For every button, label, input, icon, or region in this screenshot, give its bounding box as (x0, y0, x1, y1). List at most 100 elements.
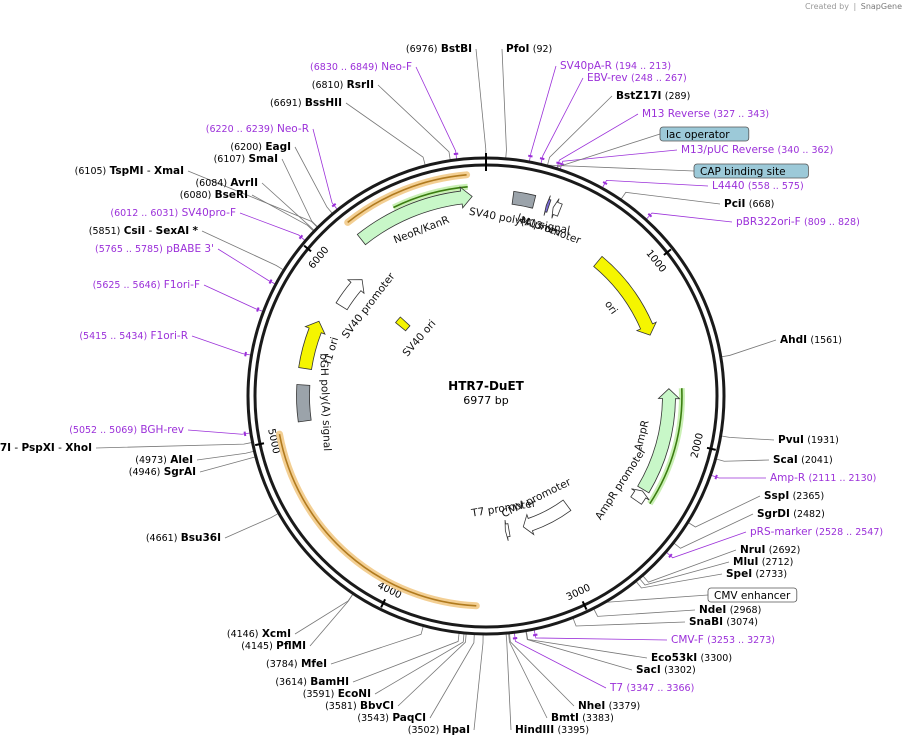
site-label-sv40pa-r: SV40pA-R (194 .. 213) (560, 60, 671, 72)
box-leader-line (606, 594, 709, 603)
site-leader-line (312, 128, 338, 210)
site-position: (2712) (762, 557, 794, 568)
site-leader-line (642, 549, 737, 583)
site-name: M13 Reverse (642, 108, 710, 120)
site-leader-line (501, 48, 507, 158)
site-separator: - (144, 165, 154, 177)
site-label-pvui: PvuI (1931) (778, 434, 839, 446)
site-position: (92) (533, 44, 553, 55)
site-leader-line (187, 170, 318, 228)
site-position: (5851) (89, 226, 121, 237)
site-label-ahdi: AhdI (1561) (780, 334, 842, 346)
site-label-f1ori-r: (5415 .. 5434) F1ori-R (79, 330, 188, 342)
site-name: EcoNI (338, 688, 371, 700)
site-name: SacI (636, 664, 661, 676)
feature-m13-rev (543, 195, 552, 216)
site-position: (4661) (146, 533, 178, 544)
site-position: (2692) (769, 545, 801, 556)
primer-mark (647, 213, 653, 218)
primer-mark (602, 181, 608, 185)
site-label-sgrdi: SgrDI (2482) (757, 508, 825, 520)
site-position: (6976) (406, 44, 438, 55)
primer-mark (256, 307, 260, 312)
site-name: AleI (170, 454, 193, 466)
site-name: BseRI (215, 189, 248, 201)
scale-tick-label: 1000 (643, 248, 667, 275)
site-name: PflMI (276, 640, 306, 652)
site-leader-line (556, 113, 639, 168)
site-label-rsrii: (6810) RsrII (312, 79, 374, 91)
site-name: EagI (265, 141, 291, 153)
scale-tick-label: 2000 (689, 432, 706, 459)
site-leader-line (217, 248, 276, 285)
site-label-sv40pro-f: (6012 .. 6031) SV40pro-F (110, 207, 236, 219)
site-name: L4440 (712, 180, 745, 192)
site-name: BssHII (305, 97, 342, 109)
site-position: (248 .. 267) (631, 73, 687, 84)
site-leader-line (639, 561, 730, 586)
site-position: (3383) (582, 713, 614, 724)
site-position: (5052 .. 5069) (69, 425, 137, 436)
site-alt-name: XmaI (154, 165, 184, 177)
site-label-m13-puc-reverse: M13/pUC Reverse (340 .. 362) (681, 144, 833, 156)
site-leader-line (374, 633, 465, 695)
site-label-paer7i: (5015) PaeR7I - PspXI - XhoI (0, 442, 92, 454)
site-label-econi: (3591) EcoNI (303, 688, 371, 700)
site-leader-line (224, 513, 279, 539)
site-label-nrui: NruI (2692) (740, 544, 800, 556)
site-name: M13/pUC Reverse (681, 144, 774, 156)
site-position: (3302) (664, 665, 696, 676)
scale-tick (706, 446, 716, 451)
site-label-f1ori-f: (5625 .. 5646) F1ori-F (93, 279, 200, 291)
feature-ampr-promoter (630, 488, 650, 505)
site-leader-line (529, 65, 557, 162)
site-leader-line (673, 513, 754, 549)
boxed-label-text-cmv-enhancer: CMV enhancer (714, 590, 791, 602)
site-name: TspMI (110, 165, 144, 177)
site-label-pbr322ori-f: pBR322ori-F (809 .. 828) (736, 216, 860, 228)
site-leader-line (309, 594, 354, 647)
site-label-bgh-rev: (5052 .. 5069) BGH-rev (69, 424, 184, 436)
site-leader-line (261, 182, 315, 231)
boxed-label-text-cap-binding-site: CAP binding site (700, 166, 786, 178)
site-name: NruI (740, 544, 765, 556)
scale-tick (581, 600, 588, 610)
site-name: BmtI (551, 712, 579, 724)
site-name: MfeI (301, 658, 327, 670)
site-separator: - (145, 225, 155, 237)
site-label-nhei: NheI (3379) (578, 700, 640, 712)
site-leader-line (620, 191, 721, 205)
site-alt-name: PspXI (22, 442, 55, 454)
site-label-hpai: (3502) HpaI (408, 724, 470, 736)
site-label-scai: ScaI (2041) (773, 454, 833, 466)
site-label-eco53ki: Eco53kI (3300) (651, 652, 732, 664)
site-leader-line (688, 495, 761, 528)
site-leader-line (533, 630, 668, 641)
site-position: (1561) (810, 335, 842, 346)
site-leader-line (721, 435, 775, 441)
site-position: (3502) (408, 725, 440, 736)
site-name: XcmI (262, 628, 291, 640)
site-leader-line (514, 633, 607, 689)
site-label-smai: (6107) SmaI (214, 153, 278, 165)
site-leader-line (397, 634, 467, 707)
site-position: (3543) (357, 713, 389, 724)
site-label-pbabe-3: (5765 .. 5785) pBABE 3' (95, 243, 214, 255)
primer-mark (298, 234, 304, 240)
site-name: HpaI (443, 724, 470, 736)
scale-tick (303, 244, 312, 253)
site-leader-line (525, 631, 633, 671)
boxed-label-cmv-enhancer (707, 587, 798, 603)
site-leader-line (716, 458, 770, 462)
site-position: (3614) (275, 677, 307, 688)
site-name: BstZ17I (616, 90, 661, 102)
site-leader-line (711, 474, 767, 479)
site-name: RsrII (347, 79, 374, 91)
site-name: Neo-F (381, 61, 412, 73)
scale-tick-label: 3000 (565, 582, 593, 603)
site-label-bstz17i: BstZ17I (289) (616, 90, 690, 102)
site-position: (5415 .. 5434) (79, 331, 147, 342)
site-leader-line (345, 102, 426, 165)
site-label-bbvci: (3581) BbvCI (325, 700, 394, 712)
